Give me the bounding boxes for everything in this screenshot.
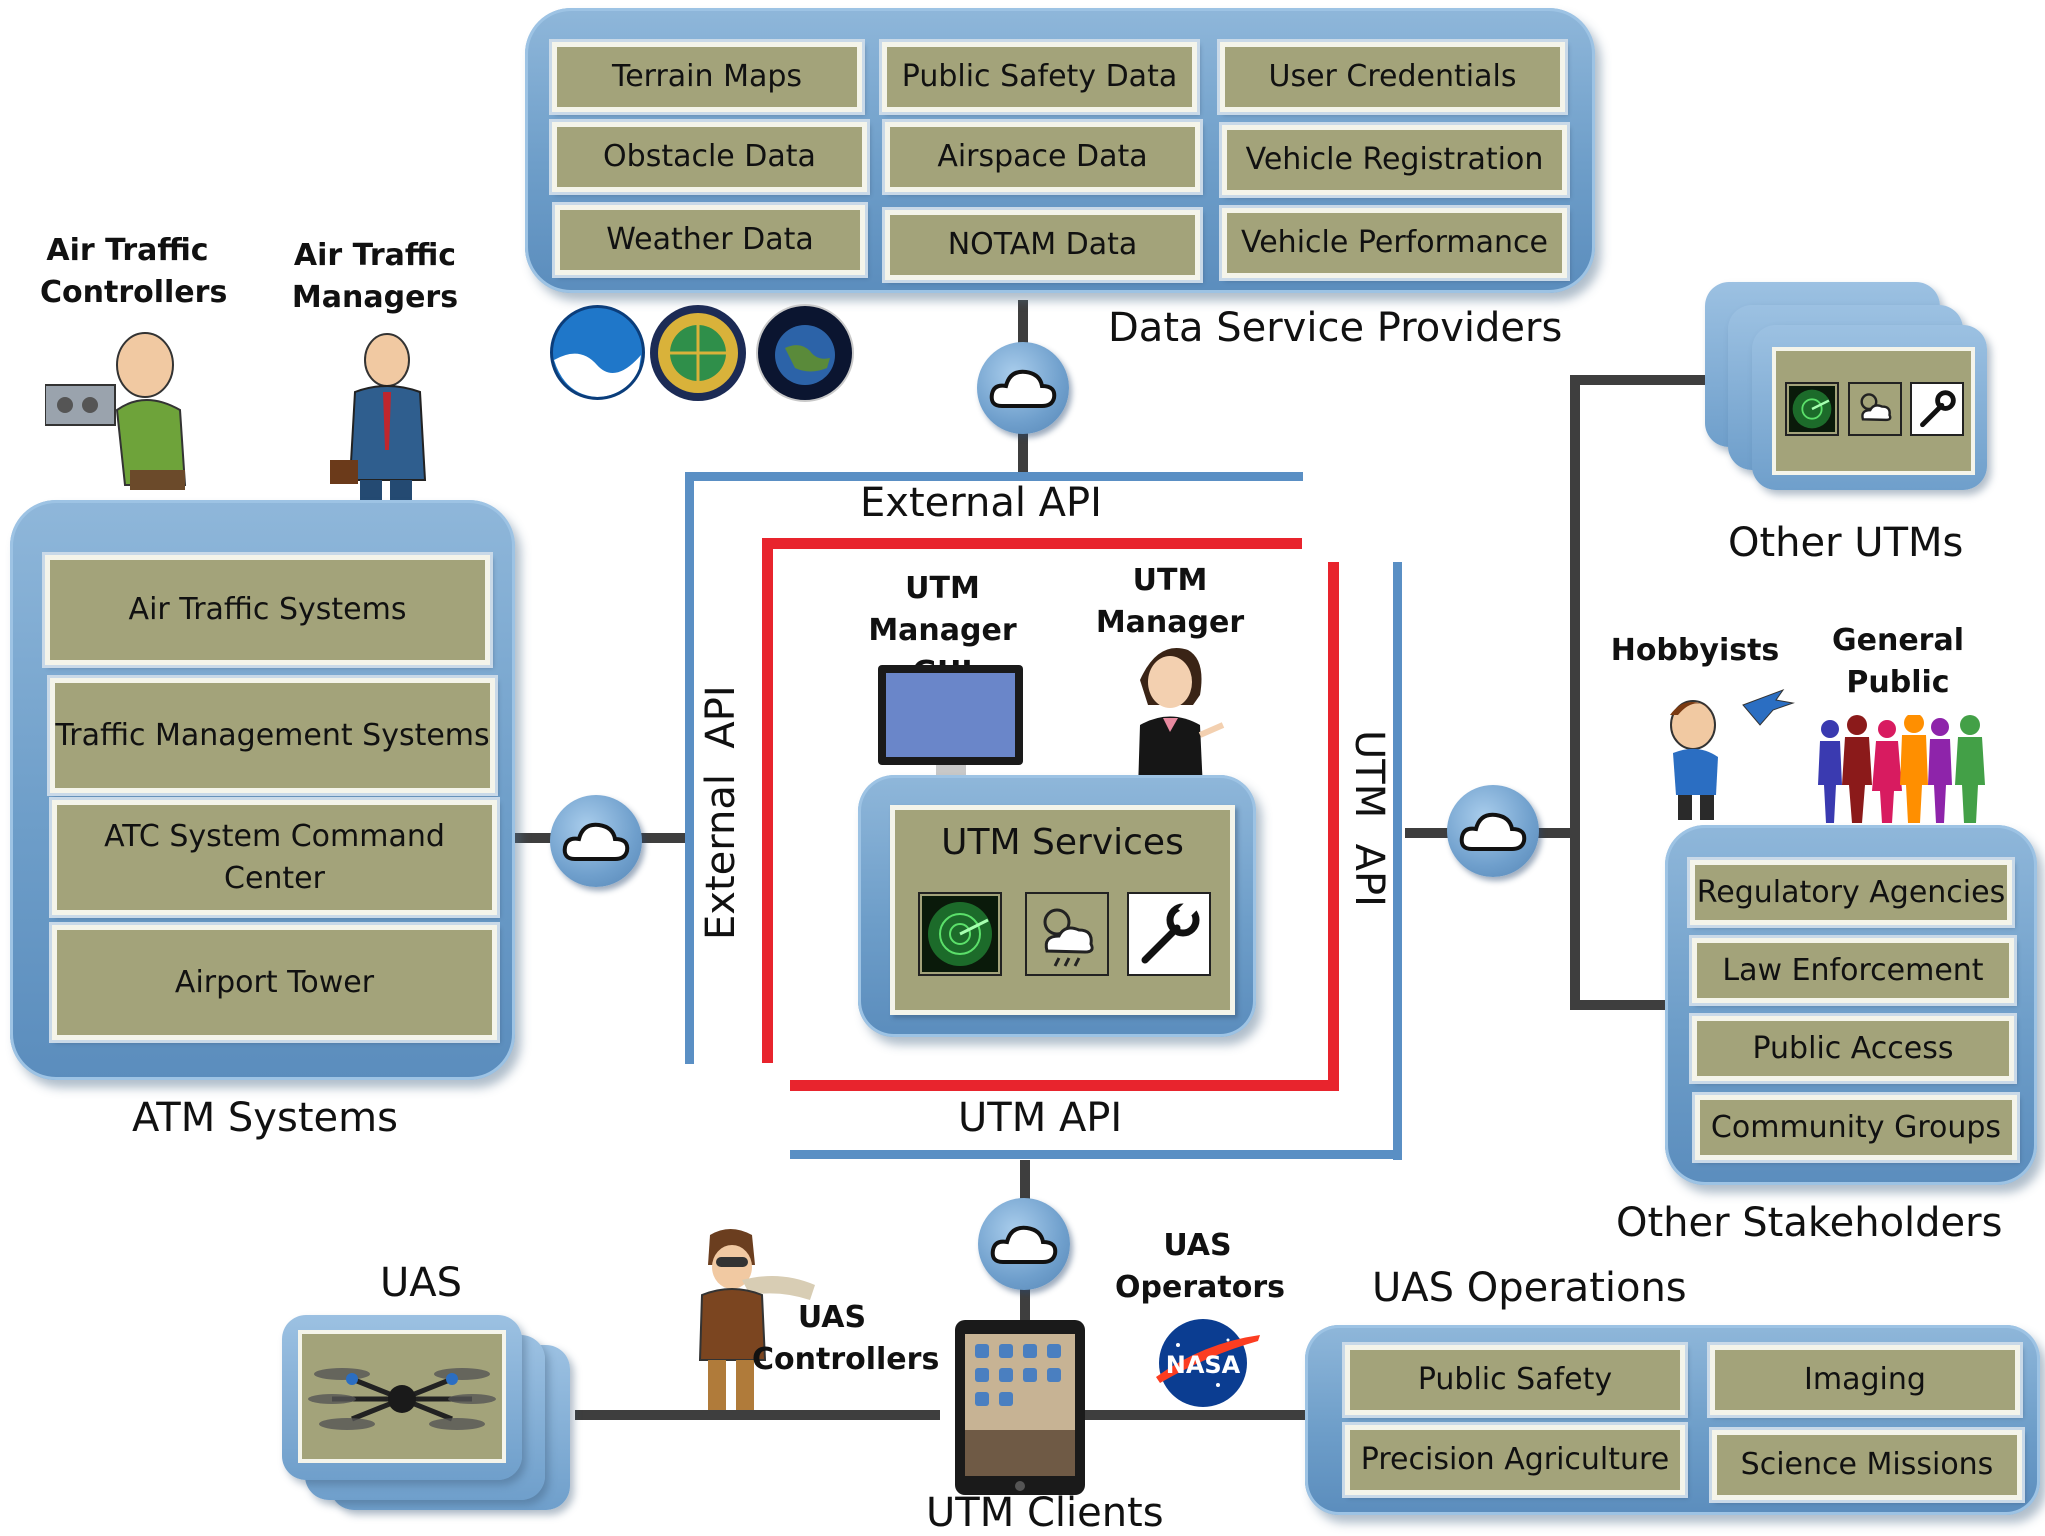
uas-operation-item: Imaging	[1707, 1342, 2023, 1418]
stakeholder-item: Regulatory Agencies	[1687, 857, 2015, 928]
connector-operations	[1085, 1410, 1305, 1420]
utm-services-title: UTM Services	[941, 822, 1184, 863]
utm-api-bottom-label: UTM API	[958, 1095, 1123, 1141]
air-traffic-managers-label: Air Traffic Managers	[291, 238, 459, 315]
external-api-side-label: External API	[698, 685, 744, 940]
uas-operation-item: Science Missions	[1709, 1427, 2025, 1503]
core-red-right-line	[1328, 562, 1339, 1090]
general-public-group-icon	[1812, 713, 1997, 825]
nasa-logo-icon: NASA	[1148, 1315, 1263, 1410]
external-api-top-line	[685, 472, 1303, 481]
dsp-item: Weather Data	[552, 202, 868, 278]
atm-item: Air Traffic Systems	[42, 552, 493, 668]
utm-manager-figure-icon	[1118, 640, 1228, 790]
monitor-icon	[878, 665, 1023, 795]
core-red-left-line	[762, 538, 773, 1063]
hobbyist-figure-icon	[1648, 685, 1798, 825]
dsp-item: Public Safety Data	[879, 39, 1200, 115]
hobbyists-label: Hobbyists	[1610, 633, 1780, 668]
connector-branch-bottom	[1570, 1000, 1665, 1010]
dsp-item: Airspace Data	[882, 119, 1203, 195]
radar-icon	[918, 892, 1002, 976]
dsp-item: User Credentials	[1217, 39, 1568, 115]
cloud-stakeholders-icon	[1447, 785, 1539, 877]
radar-icon	[1785, 382, 1839, 436]
uas-controllers-label: UAS Controllers	[752, 1300, 940, 1377]
stakeholder-item: Community Groups	[1692, 1092, 2020, 1163]
uas-operators-label: UAS Operators	[1115, 1228, 1285, 1305]
external-api-side-line	[685, 472, 694, 1064]
dsp-item: Vehicle Performance	[1219, 205, 1570, 281]
dsp-item: Vehicle Registration	[1219, 122, 1570, 198]
weather-icon	[1025, 892, 1109, 976]
atm-systems-title: ATM Systems	[132, 1095, 398, 1141]
external-api-top-label: External API	[860, 480, 1102, 526]
air-traffic-controller-figure-icon	[44, 320, 215, 495]
uas-operations-title: UAS Operations	[1372, 1265, 1687, 1311]
utm-manager-label: UTM Manager	[1095, 563, 1245, 640]
uas-controller-figure-icon	[680, 1225, 820, 1415]
uas-operation-item: Precision Agriculture	[1342, 1422, 1688, 1498]
atm-item: ATC System Command Center	[49, 797, 500, 918]
dsp-item: Obstacle Data	[549, 119, 870, 195]
stakeholder-item: Public Access	[1689, 1013, 2017, 1084]
general-public-label: General Public	[1832, 623, 1964, 700]
nga-logo-icon	[755, 303, 855, 403]
utm-api-side-label: UTM API	[1346, 730, 1392, 907]
atm-item: Airport Tower	[49, 922, 500, 1043]
cloud-atm-icon	[550, 795, 642, 887]
other-utms-title: Other UTMs	[1728, 520, 1964, 566]
drone-image-box	[298, 1330, 506, 1463]
cloud-clients-icon	[978, 1198, 1070, 1290]
tablet-icon[interactable]	[955, 1320, 1085, 1495]
connector-uas	[575, 1410, 940, 1420]
dsp-item: Terrain Maps	[549, 39, 865, 115]
connector-branch-vertical	[1570, 375, 1580, 1010]
atm-item: Traffic Management Systems	[47, 675, 498, 796]
utm-api-bottom-line	[790, 1150, 1402, 1159]
uas-title: UAS	[380, 1260, 463, 1306]
other-stakeholders-title: Other Stakeholders	[1616, 1200, 2003, 1246]
utm-api-side-line	[1393, 562, 1402, 1160]
dsp-item: NOTAM Data	[882, 207, 1203, 283]
nasa-logo-text: NASA	[1166, 1351, 1241, 1379]
noaa-logo-icon	[550, 305, 645, 400]
wrench-icon	[1127, 892, 1211, 976]
core-red-bottom-line	[790, 1080, 1339, 1091]
connector-branch-top	[1570, 375, 1720, 385]
dsp-title: Data Service Providers	[1108, 305, 1563, 351]
drone-icon	[308, 1368, 496, 1430]
utm-clients-title: UTM Clients	[926, 1490, 1164, 1536]
uas-operation-item: Public Safety	[1342, 1342, 1688, 1418]
faa-logo-icon	[648, 303, 748, 403]
core-red-top-line	[762, 538, 1302, 549]
wrench-icon	[1910, 382, 1964, 436]
weather-icon	[1848, 382, 1902, 436]
cloud-dsp-icon	[977, 342, 1069, 434]
air-traffic-controllers-label: Air Traffic Controllers	[40, 233, 228, 310]
stakeholder-item: Law Enforcement	[1689, 935, 2017, 1006]
